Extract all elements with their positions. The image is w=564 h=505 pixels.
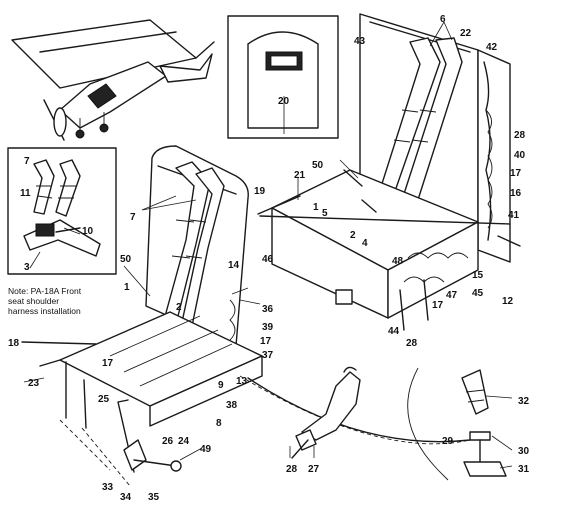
callout-1: 1 xyxy=(313,202,319,213)
callout-25: 25 xyxy=(98,394,110,405)
callout-2: 2 xyxy=(350,230,356,241)
callout-labels: 1 1 2 2 3 4 5 6 7 7 8 9 10 11 12 13 14 1… xyxy=(8,14,530,503)
callout-3: 3 xyxy=(24,262,30,273)
callout-7: 7 xyxy=(130,212,136,223)
aircraft-illustration xyxy=(11,19,215,141)
installation-note: Note: PA-18A Front seat shoulder harness… xyxy=(8,286,82,316)
callout-17: 17 xyxy=(260,336,272,347)
callout-39: 39 xyxy=(262,322,274,333)
harness-inset xyxy=(7,147,117,275)
callout-46: 46 xyxy=(262,254,274,265)
callout-19: 19 xyxy=(254,186,266,197)
callout-44: 44 xyxy=(388,326,400,337)
callout-32: 32 xyxy=(518,396,530,407)
callout-45: 45 xyxy=(472,288,484,299)
callout-27: 27 xyxy=(308,464,320,475)
front-seat xyxy=(21,145,471,487)
callout-33: 33 xyxy=(102,482,114,493)
callout-35: 35 xyxy=(148,492,160,503)
callout-50: 50 xyxy=(312,160,324,171)
callout-23: 23 xyxy=(28,378,40,389)
callout-50: 50 xyxy=(120,254,132,265)
callout-28: 28 xyxy=(514,130,526,141)
callout-30: 30 xyxy=(518,446,530,457)
callout-13: 13 xyxy=(236,376,248,387)
detail-parts xyxy=(291,366,507,481)
callout-36: 36 xyxy=(262,304,274,315)
callout-14: 14 xyxy=(228,260,240,271)
callout-1: 1 xyxy=(124,282,130,293)
callout-48: 48 xyxy=(392,256,404,267)
callout-17: 17 xyxy=(510,168,522,179)
callout-29: 29 xyxy=(442,436,454,447)
callout-38: 38 xyxy=(226,400,238,411)
callout-18: 18 xyxy=(8,338,20,349)
callout-7: 7 xyxy=(24,156,30,167)
callout-2: 2 xyxy=(176,302,182,313)
callout-34: 34 xyxy=(120,492,132,503)
callout-26: 26 xyxy=(162,436,174,447)
callout-20: 20 xyxy=(278,96,290,107)
callout-28: 28 xyxy=(406,338,418,349)
callout-12: 12 xyxy=(502,296,514,307)
leader-lines xyxy=(23,21,513,469)
callout-24: 24 xyxy=(178,436,190,447)
callout-31: 31 xyxy=(518,464,530,475)
callout-5: 5 xyxy=(322,208,328,219)
callout-15: 15 xyxy=(472,270,484,281)
callout-42: 42 xyxy=(486,42,498,53)
callout-6: 6 xyxy=(440,14,446,25)
callout-17: 17 xyxy=(102,358,114,369)
callout-4: 4 xyxy=(362,238,368,249)
callout-16: 16 xyxy=(510,188,522,199)
callout-22: 22 xyxy=(460,28,472,39)
callout-21: 21 xyxy=(294,170,306,181)
callout-37: 37 xyxy=(262,350,274,361)
callout-9: 9 xyxy=(218,380,224,391)
callout-8: 8 xyxy=(216,418,222,429)
placard-box xyxy=(227,15,339,139)
callout-43: 43 xyxy=(354,36,366,47)
callout-11: 11 xyxy=(20,188,31,199)
callout-47: 47 xyxy=(446,290,458,301)
rear-seat xyxy=(257,13,521,331)
callout-40: 40 xyxy=(514,150,526,161)
callout-49: 49 xyxy=(200,444,212,455)
callout-10: 10 xyxy=(82,226,94,237)
callout-41: 41 xyxy=(508,210,520,221)
callout-28: 28 xyxy=(286,464,298,475)
callout-17: 17 xyxy=(432,300,444,311)
